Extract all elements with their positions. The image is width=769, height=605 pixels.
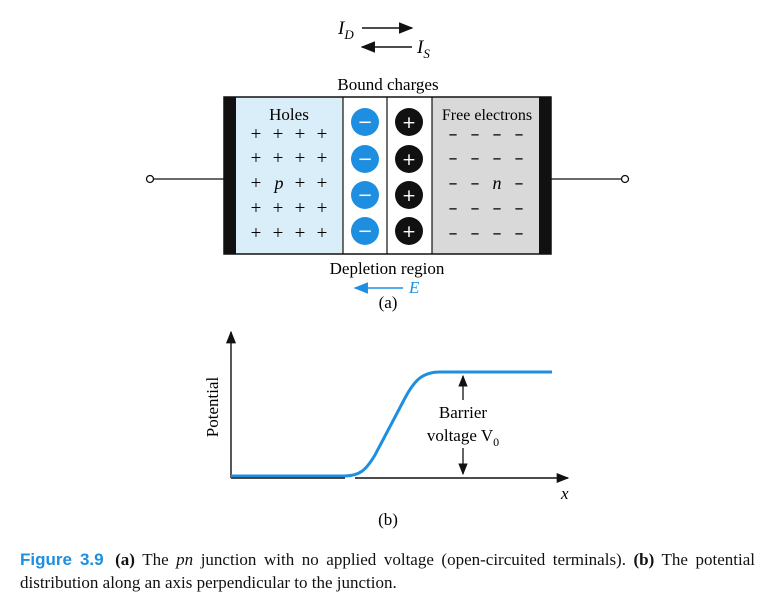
svg-text:−: − (357, 112, 372, 133)
hole: + (273, 124, 284, 145)
figure-caption: Figure 3.9 (a) The pn junction with no a… (20, 548, 755, 594)
current-id-arrow: ID (337, 18, 414, 42)
free-electrons-label: Free electrons (442, 107, 532, 124)
negative-ion: − (351, 217, 379, 245)
electron: – (493, 198, 502, 219)
hole: + (317, 198, 328, 219)
y-axis-label: Potential (203, 377, 222, 438)
svg-text:voltage V0: voltage V0 (427, 426, 499, 449)
electron: – (449, 198, 458, 219)
n-region (432, 97, 539, 254)
hole: + (273, 223, 284, 244)
left-terminal (145, 174, 226, 184)
barrier-voltage-indicator: Barrier voltage V0 (427, 374, 499, 476)
negative-ion: − (351, 108, 379, 136)
electron: – (471, 223, 480, 244)
hole: + (273, 198, 284, 219)
caption-text-3: The potential distribution along an axis… (20, 550, 755, 592)
electron: – (471, 148, 480, 169)
electron: – (471, 124, 480, 145)
svg-text:ID: ID (337, 18, 354, 42)
holes-label: Holes (269, 105, 309, 124)
bound-negative-charges: − − − − (351, 108, 379, 245)
electron: – (471, 173, 480, 194)
positive-ion: + (395, 181, 423, 209)
caption-part-a: (a) (115, 550, 135, 569)
electron: – (515, 198, 524, 219)
bound-charges-label: Bound charges (337, 75, 438, 94)
svg-text:+: + (402, 150, 416, 170)
hole: + (251, 198, 262, 219)
caption-pn: pn (176, 550, 194, 569)
svg-text:−: − (357, 221, 372, 242)
hole: + (295, 148, 306, 169)
subfigure-a-label: (a) (379, 293, 398, 312)
electron: – (449, 148, 458, 169)
potential-plot: Potential x Barrier voltage V0 (203, 330, 570, 503)
hole: + (251, 223, 262, 244)
p-region (236, 97, 343, 254)
hole: + (295, 124, 306, 145)
hole: + (317, 148, 328, 169)
figure-number: Figure 3.9 (20, 550, 104, 569)
hole: + (295, 173, 306, 194)
svg-text:+: + (402, 222, 416, 242)
electron: – (515, 148, 524, 169)
electron: – (471, 198, 480, 219)
positive-ion: + (395, 145, 423, 173)
electron: – (493, 223, 502, 244)
caption-text-1: The (134, 550, 177, 569)
current-is-arrow: IS (360, 37, 430, 61)
svg-text:+: + (402, 186, 416, 206)
bound-positive-charges: + + + + (395, 108, 423, 245)
hole: + (251, 173, 262, 194)
depletion-region-label: Depletion region (330, 259, 445, 278)
electron: – (493, 124, 502, 145)
p-type-label: p (273, 173, 284, 193)
negative-ion: − (351, 181, 379, 209)
holes-grid: + + + + + + + + + p + + + + + + + + + + (251, 124, 328, 244)
hole: + (295, 223, 306, 244)
svg-text:+: + (402, 113, 416, 133)
n-type-label: n (493, 173, 502, 193)
positive-ion: + (395, 217, 423, 245)
electron: – (515, 124, 524, 145)
electron: – (449, 124, 458, 145)
potential-curve (231, 370, 552, 478)
electron: – (515, 223, 524, 244)
right-contact (539, 97, 551, 254)
electric-field-arrow: E (353, 278, 420, 297)
caption-text-2: junction with no applied voltage (open-c… (193, 550, 634, 569)
electron: – (449, 223, 458, 244)
hole: + (295, 198, 306, 219)
electron: – (515, 173, 524, 194)
pn-junction-figure: ID IS Bound charges Holes Free electrons… (145, 18, 630, 529)
svg-text:E: E (408, 278, 420, 297)
electron: – (493, 148, 502, 169)
electron: – (449, 173, 458, 194)
positive-ion: + (395, 108, 423, 136)
hole: + (317, 124, 328, 145)
svg-text:−: − (357, 149, 372, 170)
right-terminal (550, 174, 630, 184)
svg-text:−: − (357, 185, 372, 206)
hole: + (251, 124, 262, 145)
svg-text:IS: IS (416, 37, 430, 61)
negative-ion: − (351, 145, 379, 173)
hole: + (317, 223, 328, 244)
caption-part-b: (b) (633, 550, 655, 569)
hole: + (317, 173, 328, 194)
hole: + (251, 148, 262, 169)
svg-text:Barrier: Barrier (439, 403, 487, 422)
hole: + (273, 148, 284, 169)
x-axis-label: x (560, 484, 569, 503)
left-contact (224, 97, 236, 254)
subfigure-b-label: (b) (378, 510, 398, 529)
electrons-grid: – – – – – – – – – – n – – – – – – – – – (449, 124, 524, 244)
